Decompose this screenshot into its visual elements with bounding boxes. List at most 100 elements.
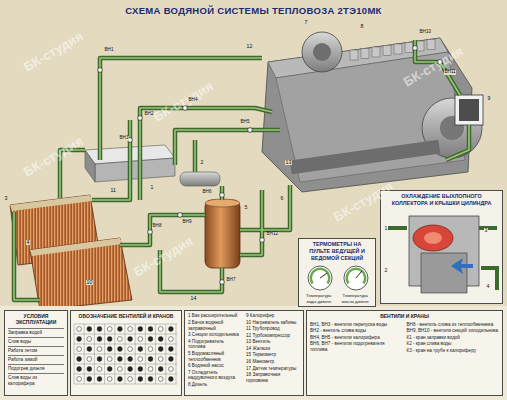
table-cell: ВН2 - вентиль слива воды	[310, 328, 403, 335]
valve-closed-dot	[138, 347, 143, 352]
pipe	[175, 130, 280, 165]
valve-symbol	[260, 238, 265, 243]
valve-closed-dot	[97, 337, 102, 342]
valve-closed-dot	[169, 377, 174, 382]
table-cell: 9 Калорифер	[246, 313, 300, 320]
cylinder-head	[405, 43, 413, 53]
table-cell: К2 - кран слива воды	[407, 341, 500, 348]
callout-number: 3	[4, 196, 8, 201]
valve-closed-dot	[158, 367, 163, 372]
valve-open-dot	[77, 327, 82, 332]
table-cell: 6 Водяной насос	[188, 363, 242, 370]
grid-line	[74, 384, 177, 385]
table-cell: Работа зимой	[8, 355, 64, 364]
valve-closed-dot	[87, 367, 92, 372]
valve-label: ВН6	[202, 190, 212, 195]
table-cell: 16 Манометр	[246, 359, 300, 366]
valve-closed-dot	[138, 327, 143, 332]
valve-open-dot	[118, 367, 123, 372]
valve-open-dot	[87, 357, 92, 362]
valve-closed-dot	[128, 367, 133, 372]
table-cell: 18 Заправочная горловина	[246, 372, 300, 384]
grid-line	[84, 324, 85, 384]
grid-line	[165, 324, 166, 384]
valve-label: ВН5	[240, 120, 250, 125]
thermometer-panel: ТЕРМОМЕТРЫ НА ПУЛЬТЕ ВЕДУЩЕЙ И ВЕДОМОЙ С…	[298, 238, 376, 307]
valve-closed-dot	[128, 357, 133, 362]
grid-line	[114, 324, 115, 384]
table-cell: 12 Турбокомпрессор	[246, 333, 300, 340]
table-cell: Подогрев дизеля	[8, 364, 64, 373]
pipe	[92, 120, 130, 200]
callout-number: 1	[384, 226, 388, 231]
valve-closed-dot	[87, 347, 92, 352]
grid-line	[74, 334, 177, 335]
cylinder-head	[350, 50, 358, 60]
grid-line	[74, 324, 177, 325]
valve-closed-dot	[128, 337, 133, 342]
callout-number: 14	[190, 296, 197, 301]
valve-open-dot	[138, 337, 143, 342]
valve-open-dot	[87, 337, 92, 342]
grid-line	[74, 324, 75, 384]
callout-number: 2	[384, 268, 388, 273]
cylinder-head	[372, 47, 380, 57]
valve-table: ОБОЗНАЧЕНИЕ ВЕНТИЛЕЙ И КРАНОВ	[70, 310, 182, 396]
valve-closed-dot	[138, 377, 143, 382]
valve-symbol	[413, 46, 418, 51]
valve-closed-dot	[158, 337, 163, 342]
valve-open-dot	[107, 377, 112, 382]
valve-closed-dot	[148, 327, 153, 332]
valves-list: ВЕНТИЛИ И КРАНЫВН1, ВН3 - вентили перепу…	[306, 310, 503, 396]
pipe-highlight	[175, 130, 280, 165]
valve-closed-dot	[97, 357, 102, 362]
valve-open-dot	[158, 377, 163, 382]
valve-open-dot	[97, 367, 102, 372]
table-ground	[0, 306, 507, 400]
valve-symbol	[148, 230, 153, 235]
grid-line	[155, 324, 156, 384]
grid-line	[145, 324, 146, 384]
table-cell: 5 Водомасляный теплообменник	[188, 351, 242, 363]
pipe-highlight	[92, 120, 130, 200]
table-cell: 14 Жалюзи	[246, 346, 300, 353]
valve-symbol	[220, 280, 225, 285]
gauge-needle	[320, 273, 327, 278]
grid-line	[74, 344, 177, 345]
cooling-pipe	[387, 226, 407, 230]
valve-symbol	[178, 213, 183, 218]
table-cell: 15 Термометр	[246, 352, 300, 359]
list-columns: ВН1, ВН3 - вентили перепуска водыВН2 - в…	[310, 321, 499, 354]
diesel-engine	[262, 32, 482, 192]
valve-closed-dot	[158, 347, 163, 352]
callout-number: 8	[360, 24, 364, 29]
pipe-highlight	[446, 125, 469, 160]
watermark: БК-студия	[21, 29, 85, 73]
valve-label: ВН1	[104, 48, 114, 53]
grid-line	[135, 324, 136, 384]
pipe	[193, 140, 198, 172]
valve-label: ВН3	[119, 136, 129, 141]
title: СХЕМА ВОДЯНОЙ СИСТЕМЫ ТЕПЛОВОЗА 2ТЭ10МК	[0, 5, 507, 16]
cylinder-head	[427, 40, 435, 50]
table-cell: ВН8 - вентиль слива из теплообменника	[407, 321, 500, 328]
grid-line	[94, 324, 95, 384]
radiator-sections	[10, 195, 132, 310]
valve-label: ВН7	[226, 278, 236, 283]
water-oil-heat-exchanger	[205, 199, 240, 268]
table-cell: Слив воды из калорифера	[8, 373, 64, 388]
grid-line	[74, 374, 177, 375]
valve-closed-dot	[118, 347, 123, 352]
valve-open-dot	[128, 377, 133, 382]
gauge-needle	[356, 271, 362, 278]
grid-line	[104, 324, 105, 384]
pipe	[14, 212, 40, 300]
table-cell: 1 Бак расширительный	[188, 313, 242, 320]
valve-closed-dot	[107, 367, 112, 372]
callout-number: 13	[285, 160, 292, 165]
callout-number: 3	[484, 228, 488, 233]
valve-grid	[71, 320, 181, 386]
grid-line	[74, 354, 177, 355]
callout-number: 7	[304, 20, 308, 25]
exhaust-core	[424, 232, 442, 244]
